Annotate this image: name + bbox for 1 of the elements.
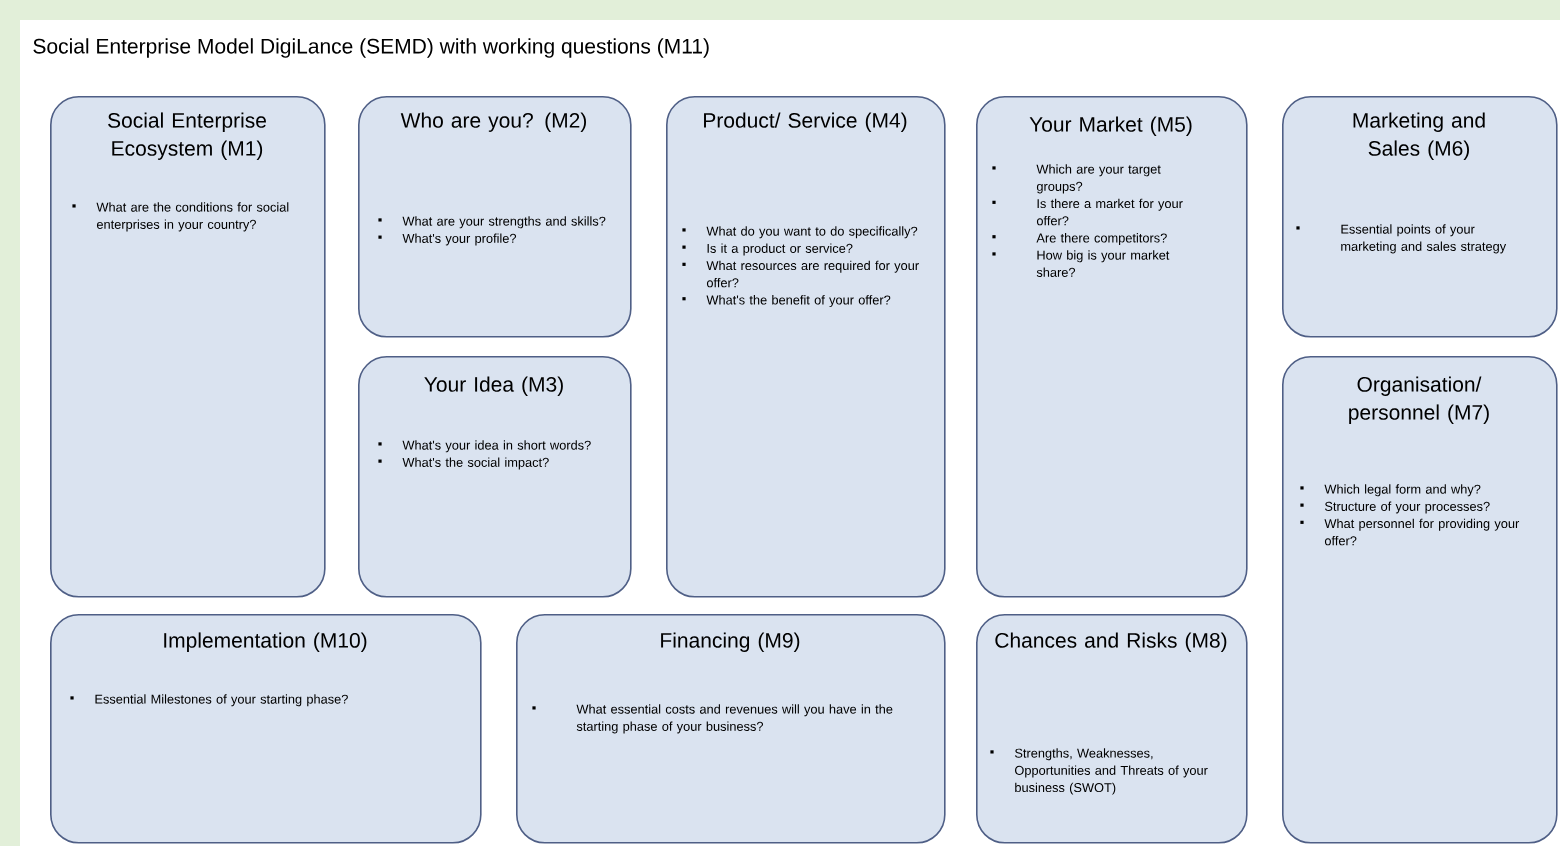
title: Social Enterprise Model DigiLance (SEMD) with working questions (M11) (33, 38, 709, 58)
